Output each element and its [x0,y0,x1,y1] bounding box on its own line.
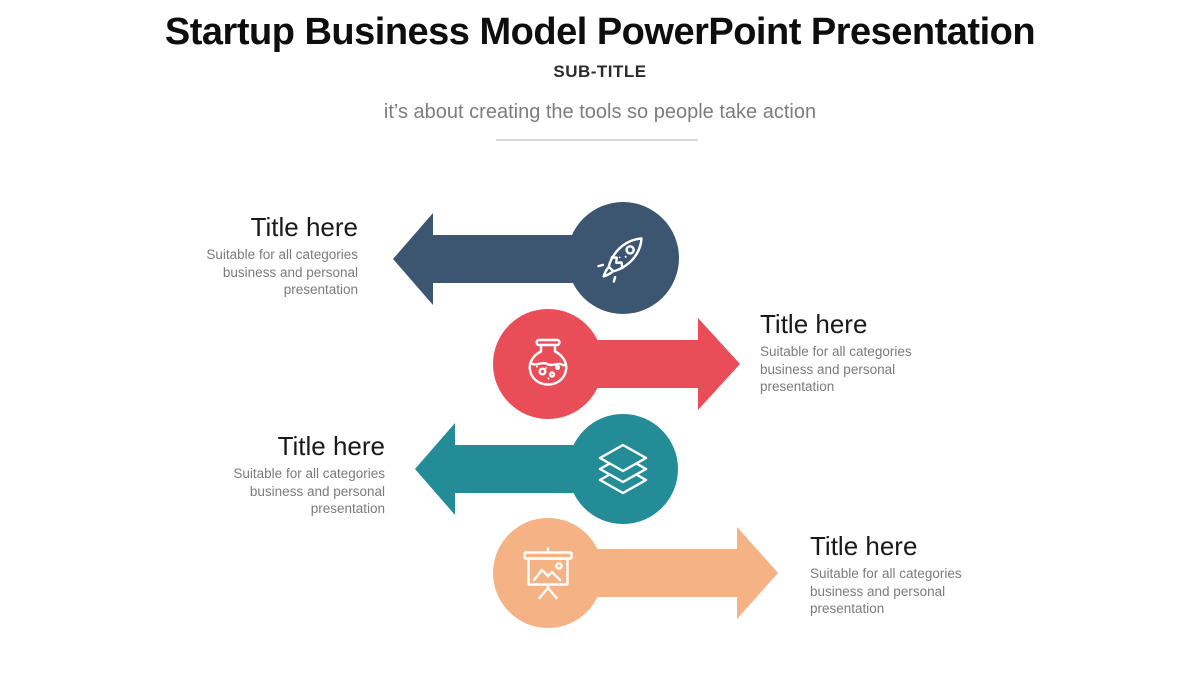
arrow-right-shape [548,318,740,410]
item-description-1: Suitable for all categories business and… [206,247,358,297]
item-circle-4 [493,518,603,628]
item-description-3: Suitable for all categories business and… [233,466,385,516]
item-circle-2 [493,309,603,419]
page-title: Startup Business Model PowerPoint Presen… [164,11,1036,53]
item-title-1: Title here [250,212,358,242]
item-text-2: Title here Suitable for all categories b… [760,309,932,396]
item-circle-3 [568,414,678,524]
layers-icon [598,443,648,495]
header-divider [496,139,698,141]
item-text-3: Title here Suitable for all categories b… [213,431,385,518]
tagline: it’s about creating the tools so people … [383,101,817,123]
flask-icon [528,338,568,386]
page-subtitle: SUB-TITLE [553,62,647,81]
arrow-left-shape [393,213,623,305]
item-circle-1 [567,202,679,314]
arrow-right-shape [548,527,778,619]
item-title-3: Title here [277,431,385,461]
item-description-4: Suitable for all categories business and… [810,566,962,616]
item-title-2: Title here [760,309,868,339]
item-text-1: Title here Suitable for all categories b… [186,212,358,299]
item-text-4: Title here Suitable for all categories b… [810,531,982,618]
rocket-icon [597,237,643,283]
arrow-left-shape [415,423,623,515]
presentation-screen-icon [523,547,573,600]
item-title-4: Title here [810,531,918,561]
item-description-2: Suitable for all categories business and… [760,344,912,394]
